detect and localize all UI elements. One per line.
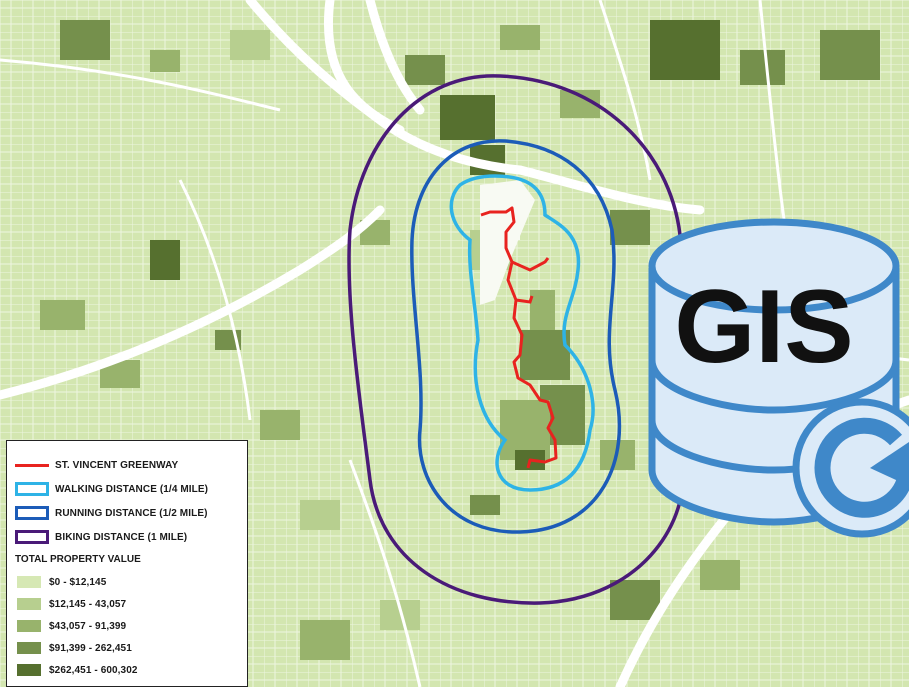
running-box-swatch <box>15 506 49 520</box>
legend-label: $12,145 - 43,057 <box>49 598 127 610</box>
legend-value-class: $0 - $12,145 <box>15 571 239 593</box>
legend-label: RUNNING DISTANCE (1/2 MILE) <box>55 507 208 519</box>
map-legend: ST. VINCENT GREENWAY WALKING DISTANCE (1… <box>6 440 248 687</box>
value-swatch <box>17 664 41 676</box>
legend-value-class: $12,145 - 43,057 <box>15 593 239 615</box>
gis-database-icon: GIS <box>648 218 909 538</box>
legend-label: $43,057 - 91,399 <box>49 620 127 632</box>
value-swatch <box>17 598 41 610</box>
legend-label: $262,451 - 600,302 <box>49 664 138 676</box>
value-swatch <box>17 620 41 632</box>
legend-label: WALKING DISTANCE (1/4 MILE) <box>55 483 209 495</box>
legend-label: $0 - $12,145 <box>49 576 107 588</box>
legend-value-heading: TOTAL PROPERTY VALUE <box>15 554 141 565</box>
legend-item-biking: BIKING DISTANCE (1 MILE) <box>15 525 239 549</box>
legend-item-walking: WALKING DISTANCE (1/4 MILE) <box>15 477 239 501</box>
legend-item-running: RUNNING DISTANCE (1/2 MILE) <box>15 501 239 525</box>
legend-item-greenway: ST. VINCENT GREENWAY <box>15 453 239 477</box>
walking-distance-buffer[interactable] <box>449 174 595 492</box>
st-vincent-greenway[interactable] <box>480 206 558 469</box>
legend-label: $91,399 - 262,451 <box>49 642 132 654</box>
legend-label: BIKING DISTANCE (1 MILE) <box>55 531 188 543</box>
greenway-line-swatch <box>15 463 49 467</box>
running-distance-buffer[interactable] <box>410 139 622 534</box>
walking-box-swatch <box>15 482 49 496</box>
biking-box-swatch <box>15 530 49 544</box>
value-swatch <box>17 576 41 588</box>
legend-label: ST. VINCENT GREENWAY <box>55 459 179 471</box>
refresh-icon <box>792 398 909 538</box>
legend-value-class: $262,451 - 600,302 <box>15 659 239 681</box>
legend-value-class: $43,057 - 91,399 <box>15 615 239 637</box>
value-swatch <box>17 642 41 654</box>
gis-badge-text: GIS <box>674 269 853 385</box>
legend-value-class: $91,399 - 262,451 <box>15 637 239 659</box>
